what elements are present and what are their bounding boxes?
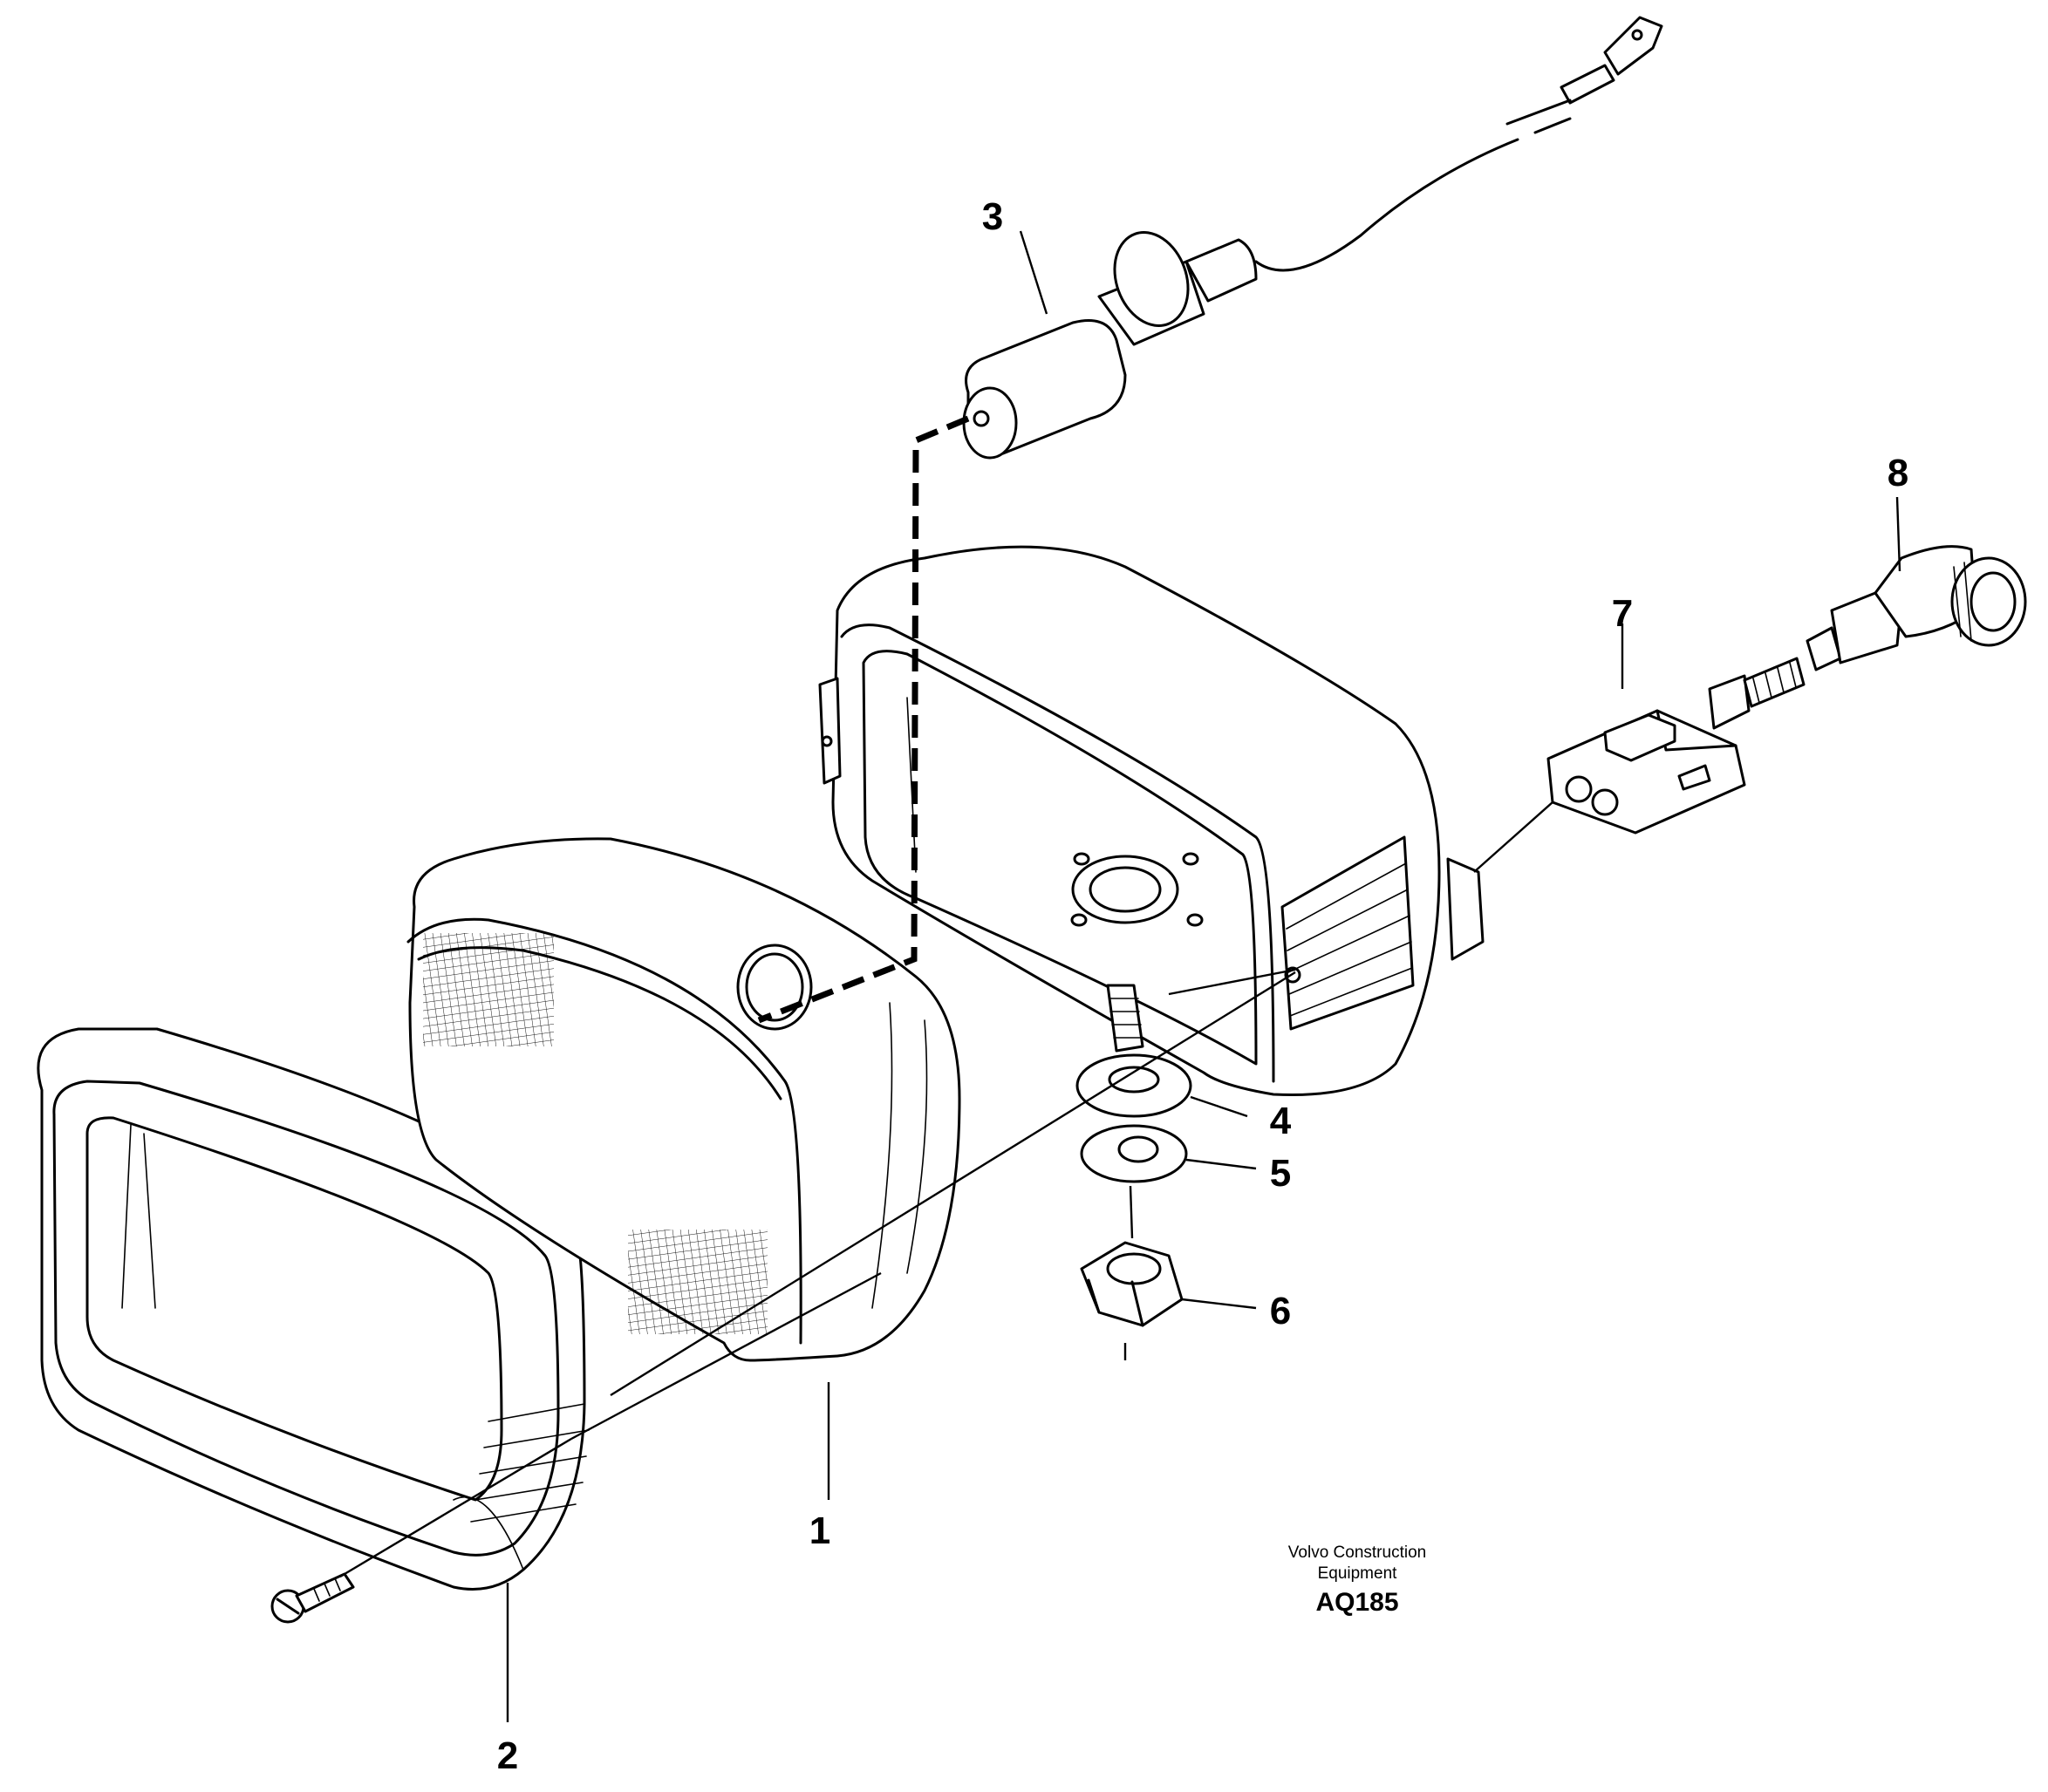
- screw-part: [270, 1572, 355, 1624]
- callout-3: 3: [982, 195, 1003, 238]
- callout-7: 7: [1612, 592, 1633, 635]
- callout-5: 5: [1270, 1152, 1291, 1195]
- bulb-alignment-dashline: [757, 415, 970, 1024]
- elbow-connector-part: [1806, 545, 2027, 671]
- credit-company-line1: Volvo Construction: [1288, 1543, 1426, 1562]
- credit-block: Volvo Construction Equipment AQ185: [1288, 1543, 1426, 1617]
- lens-part: [406, 837, 961, 1362]
- callout-6: 6: [1270, 1290, 1291, 1332]
- callout-1: 1: [809, 1509, 830, 1552]
- leader-lines: [339, 230, 1901, 1722]
- connector-part: [1546, 657, 1806, 835]
- callout-8: 8: [1888, 452, 1908, 494]
- mounting-stud: [1106, 984, 1144, 1053]
- nut-part: [1080, 1185, 1184, 1360]
- drawing-code: AQ185: [1315, 1588, 1398, 1617]
- lamp-housing-part: [818, 545, 1485, 1097]
- bulb-holder-part: [962, 117, 1572, 460]
- callout-2: 2: [497, 1734, 518, 1777]
- callout-4: 4: [1270, 1100, 1292, 1142]
- washer-part: [1075, 1053, 1192, 1118]
- wire-terminal: [1505, 16, 1663, 126]
- credit-company-line2: Equipment: [1318, 1564, 1398, 1583]
- spring-washer-part: [1080, 1124, 1188, 1183]
